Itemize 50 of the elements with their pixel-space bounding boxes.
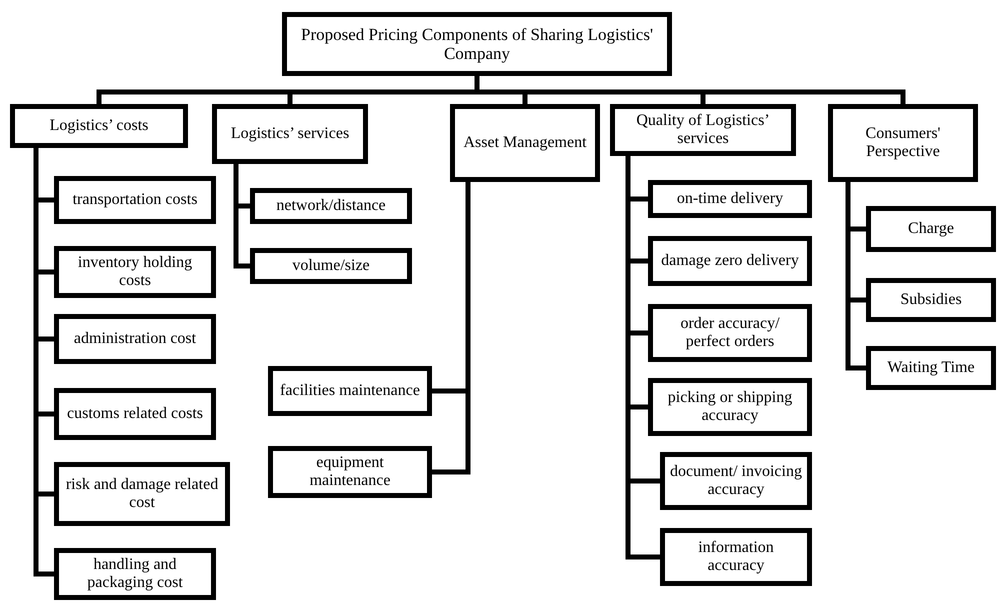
category-box [648,236,812,286]
category-box [450,104,600,182]
category-box [250,188,412,224]
box-label: risk and damage related cost [64,476,220,512]
box-label: Charge [908,220,954,238]
category-box [54,388,216,440]
box-label: inventory holding costs [76,254,194,290]
box-label: Asset Management [463,134,587,152]
box-label: on-time delivery [676,190,784,208]
category-box [268,446,432,498]
box-label: administration cost [74,330,196,348]
category-box [648,304,812,362]
category-box [54,314,216,364]
box-label: transportation costs [72,191,198,209]
category-box [54,548,216,600]
category-box [268,366,432,416]
category-box [866,278,996,322]
category-box [660,452,812,510]
box-label: Consumers' Perspective [864,125,942,161]
box-label: document/ invoicing accuracy [669,463,803,499]
box-label: order accuracy/ perfect orders [679,315,781,351]
box-label: Logistics’ costs [50,117,148,135]
category-box [866,346,996,390]
box-label: Subsidies [900,291,962,309]
box-label: equipment maintenance [308,454,392,490]
box-label: Proposed Pricing Components of Sharing Logistics' Company [300,24,654,64]
box-label: information accuracy [697,539,775,575]
category-box [828,104,978,182]
box-label: Waiting Time [887,359,975,377]
box-label: volume/size [292,257,370,275]
box-label: picking or shipping accuracy [666,389,794,425]
category-box [54,462,230,526]
category-box [648,180,812,218]
category-box [10,104,188,148]
box-label: damage zero delivery [661,252,799,270]
category-box [610,104,796,156]
box-label: Quality of Logistics’ services [635,112,771,148]
box-label: facilities maintenance [280,382,420,400]
category-box [250,248,412,284]
category-box [54,246,216,298]
category-box [660,528,812,586]
box-label: Logistics’ services [230,125,350,143]
category-box [212,104,368,164]
box-label: network/distance [276,197,386,215]
category-box [54,176,216,224]
category-box [648,378,812,436]
box-label: customs related costs [67,405,203,423]
box-label: handling and packaging cost [86,556,184,592]
root-box [282,12,672,76]
category-box [866,206,996,252]
